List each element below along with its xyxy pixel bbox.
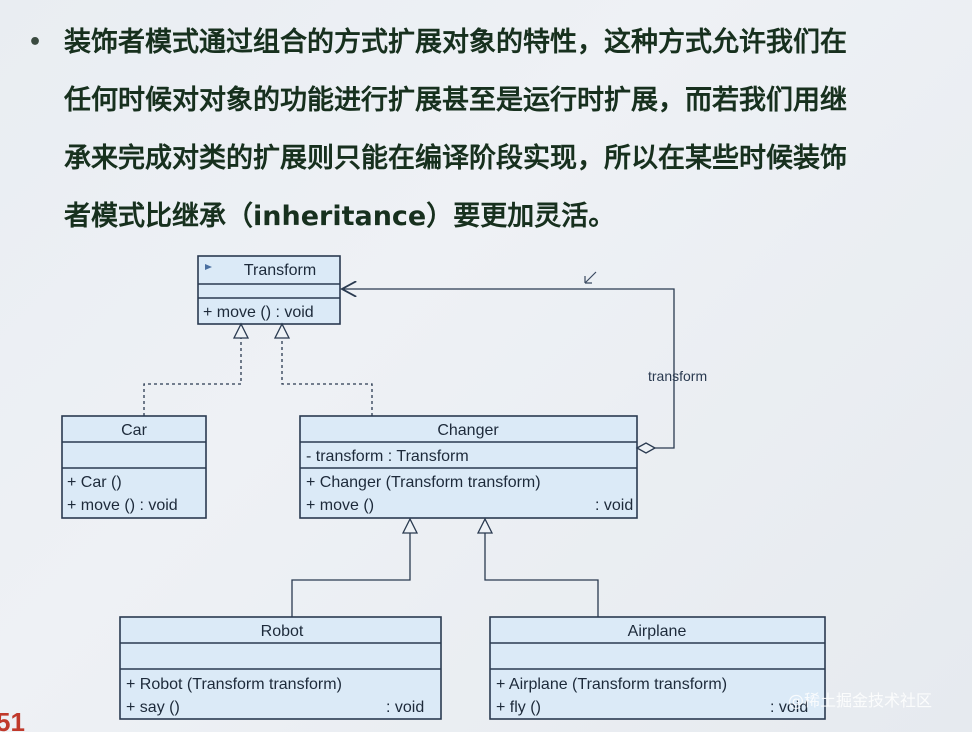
class-changer-method-2: + move () — [306, 497, 374, 514]
class-transform-name: Transform — [244, 262, 316, 279]
text-line-3: 承来完成对类的扩展则只能在编译阶段实现，所以在某些时候装饰 — [64, 143, 847, 174]
class-airplane-return: : void — [770, 699, 808, 716]
class-robot-name: Robot — [261, 623, 304, 640]
class-airplane: Airplane + Airplane (Transform transform… — [489, 616, 826, 720]
class-car-name: Car — [121, 422, 147, 439]
cursor-arrow-icon — [584, 271, 597, 284]
realization-changer-arrowhead — [273, 322, 291, 339]
class-changer: Changer - transform : Transform + Change… — [299, 415, 638, 519]
class-changer-return: : void — [595, 497, 633, 514]
realization-car-arrowhead — [232, 322, 250, 339]
watermark: @稀土掘金技术社区 — [788, 691, 932, 710]
generalization-airplane-line — [484, 533, 599, 617]
generalization-airplane-arrowhead — [476, 517, 494, 534]
aggregation-line — [342, 289, 675, 449]
class-airplane-box — [489, 616, 826, 720]
class-airplane-name: Airplane — [628, 623, 687, 640]
association-label: transform — [648, 368, 707, 384]
class-car-method-1: + Car () — [67, 474, 122, 491]
text-line-4: 者模式比继承（inheritance）要更加灵活。 — [64, 201, 616, 232]
slide-text: • 装饰者模式通过组合的方式扩展对象的特性，这种方式允许我们在 任何时候对对象的… — [28, 14, 963, 246]
text-line-2: 任何时候对对象的功能进行扩展甚至是运行时扩展，而若我们用继 — [64, 85, 847, 116]
realization-car — [143, 322, 250, 416]
generalization-airplane — [476, 517, 599, 617]
realization-car-line — [143, 337, 242, 416]
generalization-robot — [291, 517, 419, 617]
class-transform-box — [197, 255, 341, 325]
class-transform: Transform + move () : void — [197, 255, 341, 325]
class-changer-box — [299, 415, 638, 519]
aggregation-changer-transform: transform — [342, 289, 707, 454]
class-robot: Robot + Robot (Transform transform) + sa… — [119, 616, 442, 720]
bullet-dot: • — [28, 30, 43, 55]
generalization-robot-arrowhead — [401, 517, 419, 534]
class-car-box — [61, 415, 207, 519]
realization-changer-line — [281, 337, 373, 416]
class-robot-method-1: + Robot (Transform transform) — [126, 676, 342, 693]
class-car-method-2: + move () : void — [67, 497, 178, 514]
class-robot-return: : void — [386, 699, 424, 716]
class-changer-attribute: - transform : Transform — [306, 448, 469, 465]
generalization-robot-line — [291, 533, 411, 617]
page-number-fragment: 51 — [0, 707, 25, 732]
class-airplane-method-2: + fly () — [496, 699, 541, 716]
class-airplane-method-1: + Airplane (Transform transform) — [496, 676, 727, 693]
class-robot-box — [119, 616, 442, 720]
class-changer-name: Changer — [437, 422, 499, 439]
paragraph: 装饰者模式通过组合的方式扩展对象的特性，这种方式允许我们在 任何时候对对象的功能… — [38, 14, 963, 246]
text-line-1: 装饰者模式通过组合的方式扩展对象的特性，这种方式允许我们在 — [64, 27, 847, 58]
realization-changer — [273, 322, 373, 416]
class-car: Car + Car () + move () : void — [61, 415, 207, 519]
class-transform-method-1: + move () : void — [203, 304, 314, 321]
aggregation-diamond — [635, 442, 657, 454]
class-changer-method-1: + Changer (Transform transform) — [306, 474, 541, 491]
class-robot-method-2: + say () — [126, 699, 180, 716]
interface-icon — [205, 264, 212, 270]
